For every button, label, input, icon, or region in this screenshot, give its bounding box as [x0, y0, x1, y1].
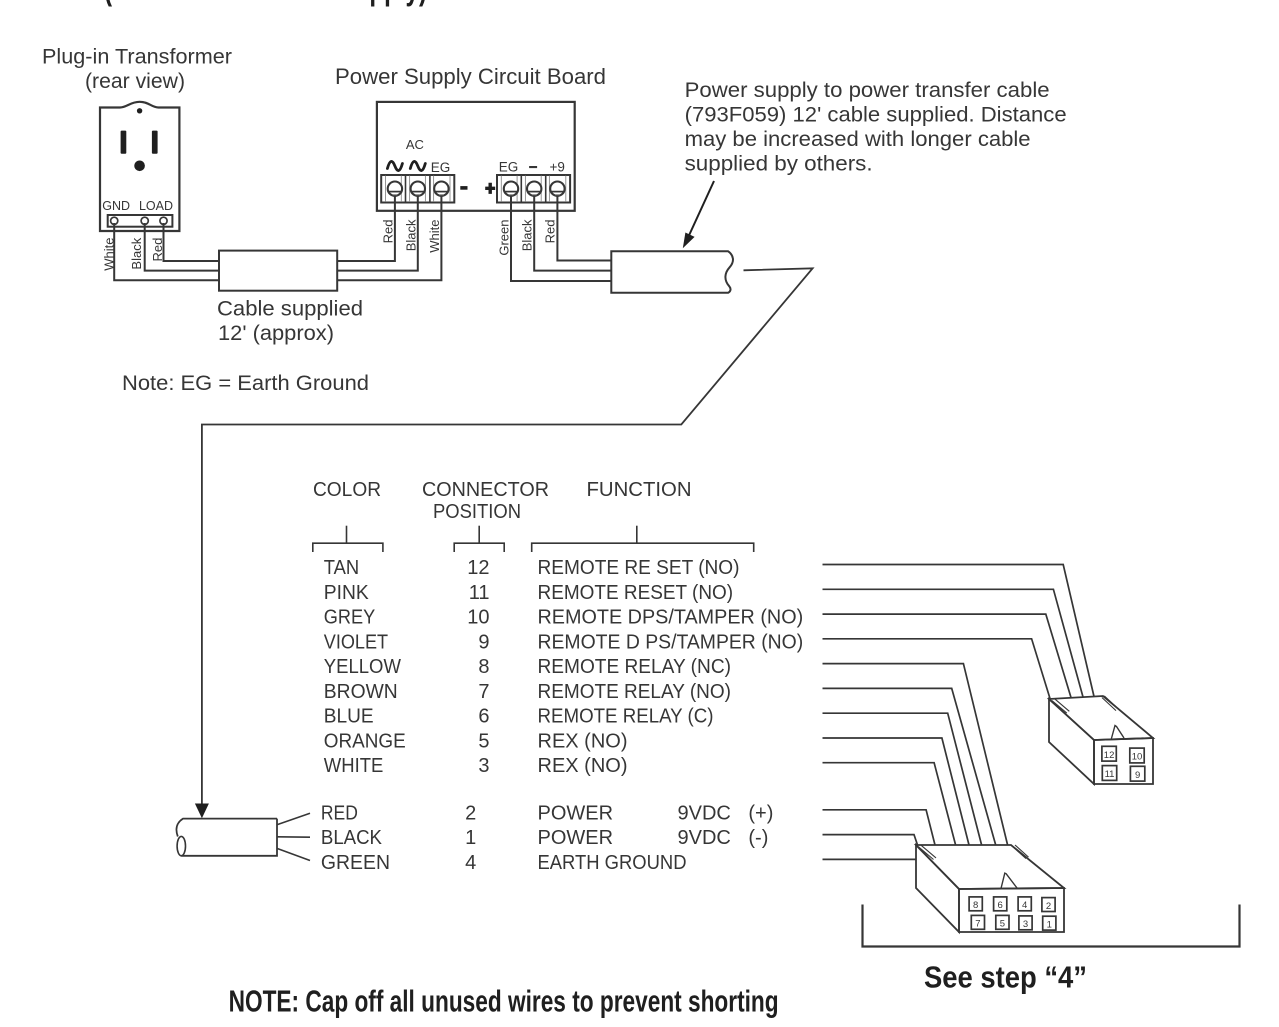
svg-text:2: 2: [465, 802, 476, 824]
svg-text:(-): (-): [748, 827, 768, 849]
svg-text:supplied by others.: supplied by others.: [685, 153, 873, 176]
svg-text:NOTE: Cap off all unused wires: NOTE: Cap off all unused wires to preven…: [229, 984, 779, 1019]
svg-text:GREY: GREY: [324, 607, 375, 629]
svg-text:(793F059) 12' cable supplied.: (793F059) 12' cable supplied. Distance: [685, 104, 1067, 127]
svg-text:9: 9: [478, 631, 489, 653]
svg-text:Cable supplied: Cable supplied: [217, 298, 363, 321]
svg-text:11: 11: [1105, 769, 1115, 780]
svg-text:REX (NO): REX (NO): [538, 731, 628, 753]
svg-text:REMOTE D PS/TAMPER (NO): REMOTE D PS/TAMPER (NO): [538, 631, 804, 653]
svg-text:3: 3: [1023, 919, 1028, 930]
svg-text:REMOTE RELAY (NC): REMOTE RELAY (NC): [538, 656, 732, 678]
svg-text:Black: Black: [403, 219, 418, 251]
svg-text:Red: Red: [380, 220, 395, 244]
svg-text:YELLOW: YELLOW: [324, 656, 401, 678]
svg-text:PINK: PINK: [324, 582, 370, 604]
svg-text:2: 2: [1046, 901, 1051, 912]
svg-text:BLACK: BLACK: [321, 827, 383, 849]
svg-text:Red: Red: [150, 238, 165, 262]
svg-text:(Transformer Power Supply): (Transformer Power Supply): [104, 0, 427, 8]
svg-text:FUNCTION: FUNCTION: [587, 479, 692, 501]
svg-text:9: 9: [1135, 770, 1140, 781]
svg-text:EARTH GROUND: EARTH GROUND: [538, 852, 687, 874]
svg-text:REMOTE RESET (NO): REMOTE RESET (NO): [538, 582, 734, 604]
svg-text:12: 12: [1104, 750, 1115, 761]
svg-text:5: 5: [1000, 919, 1005, 930]
svg-text:Green: Green: [497, 220, 512, 256]
svg-text:EG: EG: [499, 160, 519, 175]
svg-text:White: White: [101, 238, 116, 271]
svg-text:REMOTE DPS/TAMPER (NO): REMOTE DPS/TAMPER (NO): [538, 607, 804, 629]
svg-text:REMOTE RELAY (C): REMOTE RELAY (C): [538, 706, 714, 728]
svg-text:4: 4: [465, 852, 476, 874]
svg-text:AC: AC: [406, 137, 424, 152]
svg-text:1: 1: [465, 827, 476, 849]
svg-text:9VDC: 9VDC: [678, 802, 731, 824]
svg-text:REX (NO): REX (NO): [538, 755, 628, 777]
svg-text:Black: Black: [129, 237, 144, 269]
svg-text:7: 7: [975, 919, 980, 930]
svg-text:11: 11: [469, 582, 490, 604]
svg-text:9VDC: 9VDC: [678, 827, 731, 849]
svg-text:ORANGE: ORANGE: [324, 731, 406, 753]
svg-text:6: 6: [998, 900, 1003, 911]
svg-text:8: 8: [973, 900, 978, 911]
svg-text:GND: GND: [102, 199, 130, 213]
svg-text:POWER: POWER: [538, 802, 614, 824]
svg-text:4: 4: [1022, 900, 1027, 911]
svg-text:+9: +9: [550, 160, 565, 175]
svg-text:White: White: [427, 220, 442, 253]
svg-text:may be increased with longer c: may be increased with longer cable: [685, 128, 1031, 151]
svg-text:BLUE: BLUE: [324, 706, 374, 728]
svg-text:Power Supply Circuit Board: Power Supply Circuit Board: [335, 64, 606, 89]
svg-text:POSITION: POSITION: [433, 501, 521, 523]
svg-text:BROWN: BROWN: [324, 681, 398, 703]
svg-text:10: 10: [1132, 752, 1143, 763]
svg-text:Black: Black: [520, 219, 535, 251]
svg-text:3: 3: [478, 755, 489, 777]
svg-text:RED: RED: [321, 802, 358, 824]
svg-text:GREEN: GREEN: [321, 852, 390, 874]
svg-text:EG: EG: [431, 160, 451, 175]
svg-text:8: 8: [478, 656, 489, 678]
svg-text:See step “4”: See step “4”: [924, 959, 1087, 994]
svg-text:(+): (+): [748, 802, 773, 824]
svg-text:TAN: TAN: [324, 557, 359, 579]
svg-text:Note: EG = Earth Ground: Note: EG = Earth Ground: [122, 372, 369, 395]
svg-text:Plug-in Transformer: Plug-in Transformer: [42, 46, 232, 69]
svg-text:WHITE: WHITE: [324, 755, 384, 777]
svg-text:REMOTE RELAY (NO): REMOTE RELAY (NO): [538, 681, 732, 703]
svg-text:VIOLET: VIOLET: [324, 631, 388, 653]
svg-text:CONNECTOR: CONNECTOR: [422, 479, 549, 501]
svg-text:POWER: POWER: [538, 827, 614, 849]
svg-text:REMOTE RE SET (NO): REMOTE RE SET (NO): [538, 557, 740, 579]
svg-text:6: 6: [478, 706, 489, 728]
svg-text:7: 7: [478, 681, 489, 703]
svg-text:10: 10: [467, 607, 489, 629]
svg-text:COLOR: COLOR: [313, 479, 381, 501]
svg-text:12' (approx): 12' (approx): [218, 322, 334, 345]
svg-text:1: 1: [1047, 919, 1052, 930]
svg-text:LOAD: LOAD: [139, 199, 173, 213]
svg-text:5: 5: [478, 731, 489, 753]
svg-text:(rear view): (rear view): [85, 70, 185, 93]
svg-text:Red: Red: [543, 220, 558, 244]
svg-text:12: 12: [467, 557, 489, 579]
svg-text:Power supply to power transfer: Power supply to power transfer cable: [685, 79, 1050, 102]
